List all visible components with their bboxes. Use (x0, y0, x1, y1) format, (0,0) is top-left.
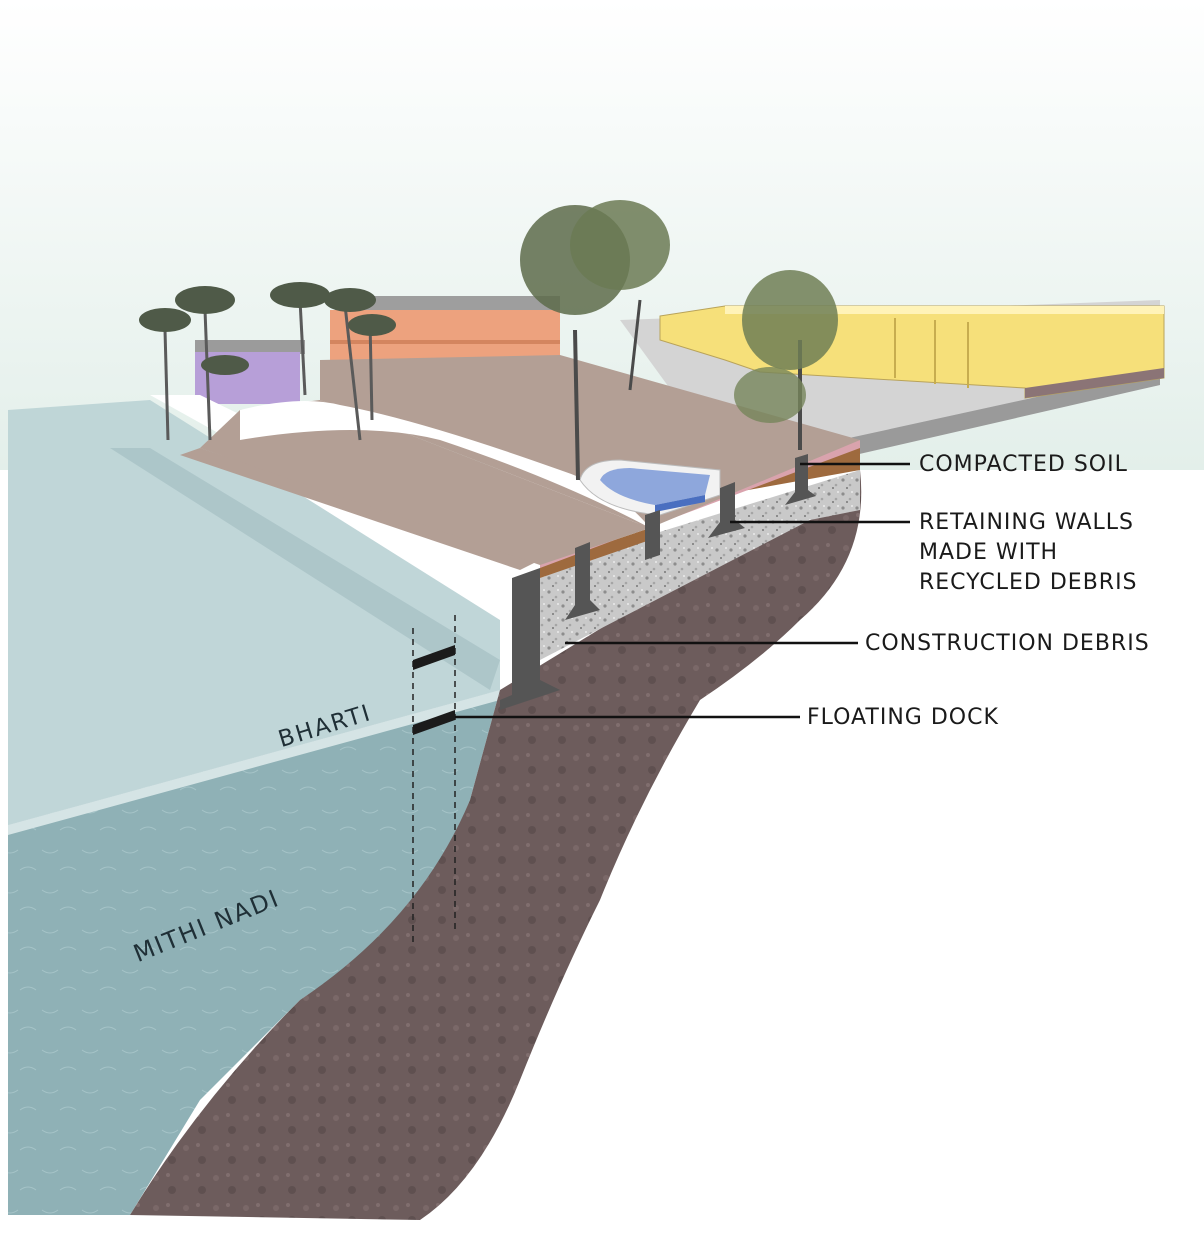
road-edge (840, 370, 1160, 455)
palm-trees (163, 299, 374, 441)
terrace-step-2 (200, 400, 650, 565)
floating-dock (412, 615, 456, 945)
construction-debris-fill (540, 470, 860, 660)
label-retaining-walls-line-1: RETAINING WALLS (919, 510, 1134, 535)
river-surface (8, 400, 500, 825)
palm-fronds (139, 282, 396, 375)
label-construction-debris: CONSTRUCTION DEBRIS (865, 631, 1150, 656)
label-retaining-walls-line-3: RECYCLED DEBRIS (919, 570, 1138, 595)
terrace-upper (320, 355, 860, 528)
label-retaining-walls-line-2: MADE WITH (919, 540, 1059, 565)
label-retaining-walls: RETAINING WALLS MADE WITH RECYCLED DEBRI… (919, 508, 1138, 598)
compacted-soil-layer (540, 528, 650, 578)
river-edge-upper (8, 690, 500, 835)
terrace-step-1 (180, 448, 540, 570)
terrace-curve-wall (240, 401, 650, 528)
river-surface-shadow (110, 448, 500, 690)
retaining-walls (500, 454, 816, 710)
earth-section (130, 470, 862, 1220)
river-body (8, 690, 500, 1215)
broadleaf-trees (520, 200, 838, 481)
label-floating-dock: FLOATING DOCK (807, 705, 999, 730)
leader-lines (455, 462, 910, 719)
label-compacted-soil: COMPACTED SOIL (919, 452, 1128, 477)
pool (579, 459, 721, 516)
